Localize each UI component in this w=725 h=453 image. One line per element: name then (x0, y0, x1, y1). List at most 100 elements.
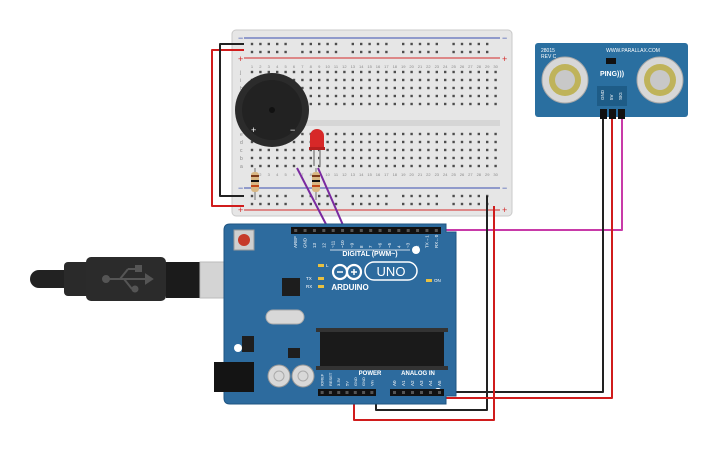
breadboard-hole[interactable] (360, 86, 363, 90)
rail-hole[interactable] (301, 42, 304, 46)
breadboard-hole[interactable] (368, 132, 371, 136)
breadboard-hole[interactable] (418, 86, 422, 90)
rail-hole[interactable] (309, 202, 312, 206)
rail-hole[interactable] (368, 42, 371, 46)
breadboard-hole[interactable] (393, 102, 396, 106)
breadboard-hole[interactable] (360, 132, 363, 136)
breadboard-hole[interactable] (376, 156, 380, 160)
rail-hole[interactable] (284, 42, 287, 46)
breadboard-hole[interactable] (477, 78, 480, 82)
red-led[interactable] (309, 129, 325, 166)
breadboard-hole[interactable] (343, 148, 346, 152)
breadboard-hole[interactable] (460, 78, 464, 82)
rail-hole[interactable] (469, 194, 472, 198)
breadboard-hole[interactable] (402, 140, 405, 144)
breadboard-hole[interactable] (410, 78, 413, 82)
breadboard-hole[interactable] (318, 164, 321, 168)
breadboard-hole[interactable] (334, 132, 338, 136)
breadboard-hole[interactable] (385, 148, 388, 152)
breadboard-hole[interactable] (309, 102, 312, 106)
rail-hole[interactable] (418, 42, 422, 46)
rail-hole[interactable] (376, 202, 380, 206)
breadboard-hole[interactable] (326, 86, 329, 90)
breadboard-hole[interactable] (452, 156, 455, 160)
breadboard-hole[interactable] (267, 164, 270, 168)
rail-hole[interactable] (410, 194, 413, 198)
header-pin[interactable] (341, 229, 345, 232)
rail-hole[interactable] (460, 202, 464, 206)
breadboard-hole[interactable] (435, 164, 438, 168)
breadboard-hole[interactable] (494, 140, 497, 144)
rail-hole[interactable] (376, 50, 380, 54)
breadboard-hole[interactable] (444, 102, 447, 106)
breadboard-hole[interactable] (343, 94, 346, 98)
breadboard-hole[interactable] (334, 94, 338, 98)
breadboard-hole[interactable] (494, 94, 497, 98)
breadboard-hole[interactable] (351, 164, 354, 168)
breadboard-hole[interactable] (343, 86, 346, 90)
breadboard-hole[interactable] (334, 86, 338, 90)
breadboard-hole[interactable] (301, 132, 304, 136)
breadboard-hole[interactable] (318, 156, 321, 160)
rail-hole[interactable] (360, 50, 363, 54)
breadboard-hole[interactable] (385, 86, 388, 90)
breadboard-hole[interactable] (376, 94, 380, 98)
rail-hole[interactable] (351, 42, 354, 46)
rail-hole[interactable] (250, 50, 254, 54)
usb-cable[interactable] (30, 257, 247, 301)
rail-hole[interactable] (402, 42, 405, 46)
wire-purple-led[interactable] (317, 167, 347, 233)
rail-hole[interactable] (410, 50, 413, 54)
breadboard-hole[interactable] (343, 132, 346, 136)
rail-hole[interactable] (326, 202, 329, 206)
breadboard-hole[interactable] (486, 86, 489, 90)
breadboard-hole[interactable] (486, 78, 489, 82)
breadboard-hole[interactable] (452, 102, 455, 106)
rail-hole[interactable] (376, 42, 380, 46)
breadboard-hole[interactable] (360, 78, 363, 82)
breadboard-hole[interactable] (460, 102, 464, 106)
breadboard-hole[interactable] (376, 140, 380, 144)
breadboard-hole[interactable] (393, 86, 396, 90)
breadboard-hole[interactable] (460, 156, 464, 160)
breadboard-hole[interactable] (326, 156, 329, 160)
breadboard-hole[interactable] (250, 70, 254, 74)
header-pin[interactable] (320, 391, 324, 394)
breadboard-hole[interactable] (435, 132, 438, 136)
breadboard-hole[interactable] (486, 140, 489, 144)
breadboard-hole[interactable] (284, 70, 287, 74)
breadboard-hole[interactable] (486, 148, 489, 152)
breadboard-hole[interactable] (410, 148, 413, 152)
rail-hole[interactable] (267, 202, 270, 206)
breadboard-hole[interactable] (360, 140, 363, 144)
rail-hole[interactable] (301, 202, 304, 206)
breadboard-hole[interactable] (334, 156, 338, 160)
header-pin[interactable] (406, 229, 410, 232)
breadboard-hole[interactable] (326, 140, 329, 144)
rail-hole[interactable] (259, 194, 262, 198)
breadboard-hole[interactable] (351, 102, 354, 106)
breadboard-hole[interactable] (494, 148, 497, 152)
breadboard-hole[interactable] (318, 102, 321, 106)
breadboard-hole[interactable] (276, 156, 279, 160)
rail-hole[interactable] (486, 50, 489, 54)
breadboard-hole[interactable] (494, 70, 497, 74)
breadboard-hole[interactable] (469, 70, 472, 74)
rail-hole[interactable] (326, 194, 329, 198)
breadboard-hole[interactable] (334, 78, 338, 82)
header-pin[interactable] (337, 391, 341, 394)
breadboard-hole[interactable] (452, 148, 455, 152)
breadboard-hole[interactable] (292, 164, 296, 168)
rail-hole[interactable] (410, 202, 413, 206)
rail-hole[interactable] (452, 42, 455, 46)
rail-hole[interactable] (267, 194, 270, 198)
breadboard-hole[interactable] (402, 132, 405, 136)
breadboard-hole[interactable] (368, 102, 371, 106)
breadboard-hole[interactable] (494, 164, 497, 168)
breadboard-hole[interactable] (301, 156, 304, 160)
breadboard-hole[interactable] (334, 140, 338, 144)
rail-hole[interactable] (385, 194, 388, 198)
rail-hole[interactable] (368, 50, 371, 54)
header-pin[interactable] (303, 229, 307, 232)
rail-hole[interactable] (427, 202, 430, 206)
